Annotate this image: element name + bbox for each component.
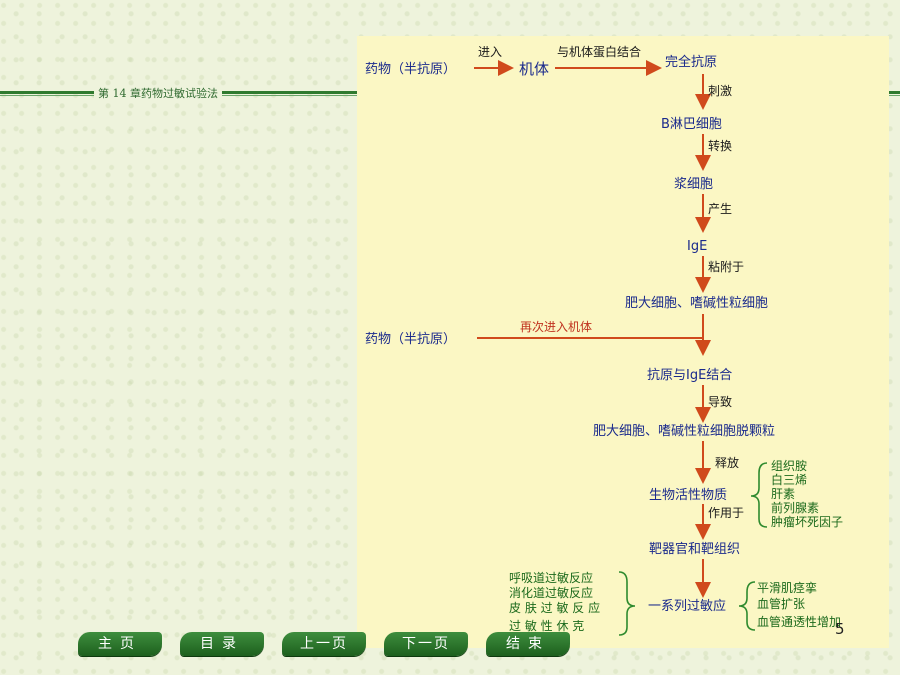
drug-hapten-node: 药物（半抗原） bbox=[365, 62, 456, 77]
reactions-brace bbox=[618, 571, 636, 636]
mediator-prostaglandin: 前列腺素 bbox=[771, 500, 819, 515]
mast-basophil-node: 肥大细胞、嗜碱性粒细胞 bbox=[625, 296, 768, 311]
complete-antigen-node: 完全抗原 bbox=[665, 54, 717, 70]
edge-label-produce: 产生 bbox=[708, 202, 732, 216]
allergic-reactions-node: 一系列过敏应 bbox=[648, 598, 726, 614]
edge-label-release: 释放 bbox=[715, 455, 739, 470]
reaction-digestive: 消化道过敏反应 bbox=[509, 585, 593, 600]
b-lymphocyte-node: B淋巴细胞 bbox=[661, 117, 722, 132]
home-button[interactable]: 主页 bbox=[78, 632, 162, 656]
mediator-heparin: 肝素 bbox=[771, 487, 795, 501]
edge-label-convert: 转换 bbox=[708, 138, 732, 153]
toc-button[interactable]: 目录 bbox=[180, 632, 264, 656]
mediator-histamine: 组织胺 bbox=[771, 459, 807, 473]
body-node: 机体 bbox=[519, 60, 549, 78]
next-page-button[interactable]: 下一页 bbox=[384, 632, 468, 656]
bind-protein-label: 与机体蛋白结合 bbox=[557, 44, 641, 59]
degranulation-node: 肥大细胞、嗜碱性粒细胞脱颗粒 bbox=[593, 424, 775, 439]
chapter-title: 第 14 章药物过敏试验法 bbox=[94, 87, 222, 101]
effects-brace bbox=[738, 581, 756, 631]
reaction-respiratory: 呼吸道过敏反应 bbox=[509, 570, 593, 585]
reaction-shock: 过 敏 性 休 克 bbox=[509, 618, 584, 633]
reentry-label: 再次进入机体 bbox=[520, 320, 592, 334]
effect-vasodilation: 血管扩张 bbox=[757, 596, 805, 611]
edge-label-adhere: 粘附于 bbox=[708, 259, 744, 274]
ige-node: IgE bbox=[687, 239, 707, 254]
mediator-tnf: 肿瘤坏死因子 bbox=[771, 514, 843, 529]
edge-label-cause: 导致 bbox=[708, 395, 732, 409]
enter-label: 进入 bbox=[478, 45, 502, 59]
prev-page-button[interactable]: 上一页 bbox=[282, 632, 366, 656]
flow-diagram: 药物（半抗原） 进入 机体 与机体蛋白结合 完全抗原 刺激 B淋巴细胞 转换 浆… bbox=[365, 44, 843, 636]
edge-label-act-on: 作用于 bbox=[708, 506, 744, 520]
flow-diagram-panel: 药物（半抗原） 进入 机体 与机体蛋白结合 完全抗原 刺激 B淋巴细胞 转换 浆… bbox=[357, 36, 889, 648]
edge-label-stimulate: 刺激 bbox=[708, 84, 732, 98]
page-number: 5 bbox=[835, 620, 845, 638]
antigen-ige-binding-node: 抗原与IgE结合 bbox=[647, 368, 732, 383]
bioactive-substance-node: 生物活性物质 bbox=[649, 488, 727, 503]
plasma-cell-node: 浆细胞 bbox=[674, 177, 713, 192]
effect-smooth-muscle: 平滑肌痉挛 bbox=[757, 580, 817, 595]
target-organ-node: 靶器官和靶组织 bbox=[649, 541, 740, 557]
mediators-brace bbox=[750, 462, 768, 528]
mediator-leukotriene: 白三烯 bbox=[771, 472, 807, 487]
end-button[interactable]: 结束 bbox=[486, 632, 570, 656]
effect-permeability: 血管通透性增加 bbox=[757, 614, 841, 629]
drug-hapten-reentry-node: 药物（半抗原） bbox=[365, 332, 456, 347]
reaction-skin: 皮 肤 过 敏 反 应 bbox=[509, 600, 600, 615]
